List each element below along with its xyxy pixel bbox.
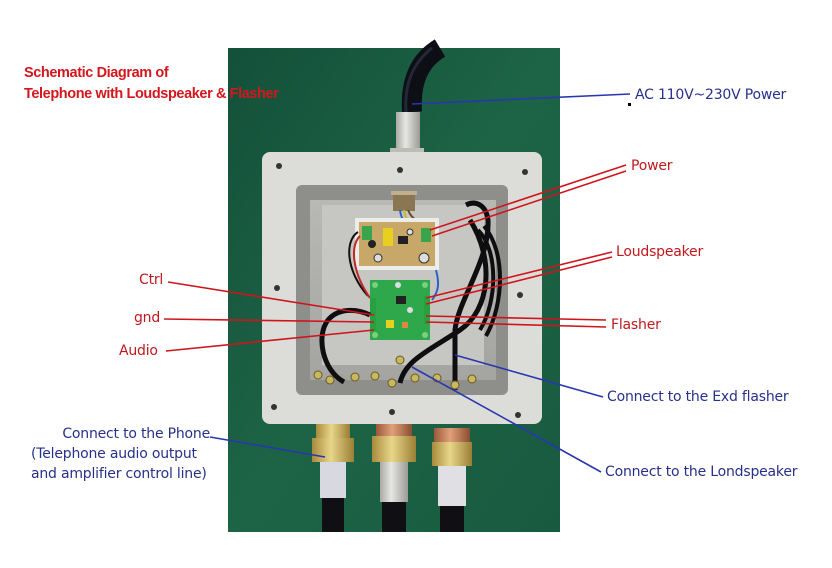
leader-gnd — [163, 318, 375, 323]
leader-power-2 — [431, 170, 627, 237]
diagram-title: Schematic Diagram of Telephone with Loud… — [24, 63, 279, 105]
leader-ctrl — [167, 281, 375, 316]
leader-flasher-2 — [425, 321, 607, 328]
label-power: Power — [631, 158, 673, 174]
label-phone-line-2: (Telephone audio output — [31, 446, 197, 462]
leader-phone — [209, 436, 326, 458]
label-connect-phone: Connect to the Phone — [20, 424, 210, 444]
leader-flasher-1 — [425, 315, 607, 321]
leader-power-1 — [429, 164, 627, 231]
label-flasher: Flasher — [611, 317, 661, 333]
label-phone-line-1: Connect to the Phone — [62, 426, 210, 442]
label-ac-power: AC 110V~230V Power — [635, 87, 787, 103]
label-ctrl: Ctrl — [139, 272, 164, 288]
power-cable-gland — [396, 112, 420, 154]
label-audio: Audio — [119, 343, 158, 359]
leader-loudspeaker-1 — [425, 251, 613, 299]
label-loudspeaker: Loudspeaker — [616, 244, 704, 260]
label-gnd: gnd — [134, 310, 161, 326]
power-cable — [401, 39, 446, 113]
label-exd-flasher: Connect to the Exd flasher — [607, 389, 789, 405]
leader-londspeaker — [411, 366, 602, 473]
flasher-gland — [432, 428, 472, 532]
power-supply-board — [355, 218, 439, 270]
label-phone-detail: (Telephone audio output and amplifier co… — [31, 444, 207, 484]
title-line-2: Telephone with Loudspeaker & Flasher — [24, 86, 279, 102]
terminal-screws — [313, 355, 477, 390]
leader-audio — [165, 329, 375, 352]
stray-dot — [628, 103, 631, 106]
leader-loudspeaker-2 — [425, 256, 613, 305]
loudspeaker-gland — [372, 424, 416, 532]
phone-gland — [312, 424, 354, 532]
amplifier-board — [370, 280, 430, 340]
label-londspeaker: Connect to the Londspeaker — [605, 464, 798, 480]
leader-exd-flasher — [454, 354, 604, 398]
leader-ac-power — [411, 93, 631, 105]
title-line-1: Schematic Diagram of — [24, 65, 169, 81]
label-phone-line-3: and amplifier control line) — [31, 466, 207, 482]
